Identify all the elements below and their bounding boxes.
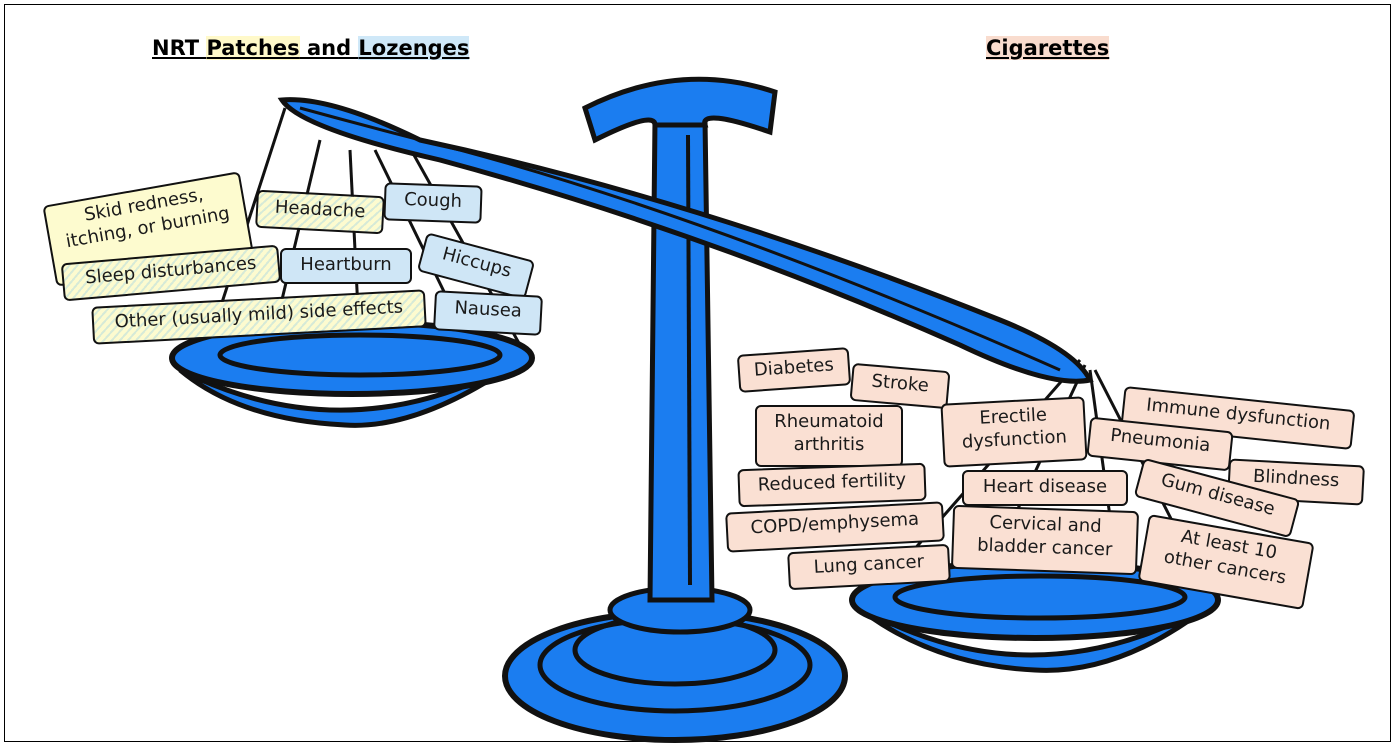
heading-nrt: NRT Patches and Lozenges	[152, 36, 470, 60]
scale-pillar	[647, 117, 715, 603]
tag-heart-disease: Heart disease	[962, 470, 1128, 506]
heading-nrt-prefix: NRT	[152, 36, 207, 60]
heading-cigarettes-text: Cigarettes	[986, 36, 1110, 60]
tag-cough: Cough	[383, 182, 483, 224]
tag-nausea: Nausea	[433, 290, 543, 336]
tag-cervical-bladder-cancer: Cervical and bladder cancer	[950, 504, 1140, 576]
scale-top	[581, 76, 778, 144]
tag-erectile-dysfunction: Erectile dysfunction	[940, 396, 1088, 468]
scale-beam	[277, 97, 1094, 384]
tag-headache: Headache	[255, 189, 385, 235]
heading-patches: Patches	[206, 36, 300, 60]
tag-heartburn: Heartburn	[280, 248, 412, 284]
tag-rheumatoid-arthritis: Rheumatoid arthritis	[755, 405, 903, 467]
scale-base	[502, 585, 848, 743]
tag-reduced-fertility: Reduced fertility	[737, 462, 927, 508]
heading-and: and	[299, 36, 359, 60]
heading-cigarettes: Cigarettes	[986, 36, 1110, 60]
tag-diabetes: Diabetes	[736, 347, 852, 393]
heading-lozenges: Lozenges	[358, 36, 470, 60]
